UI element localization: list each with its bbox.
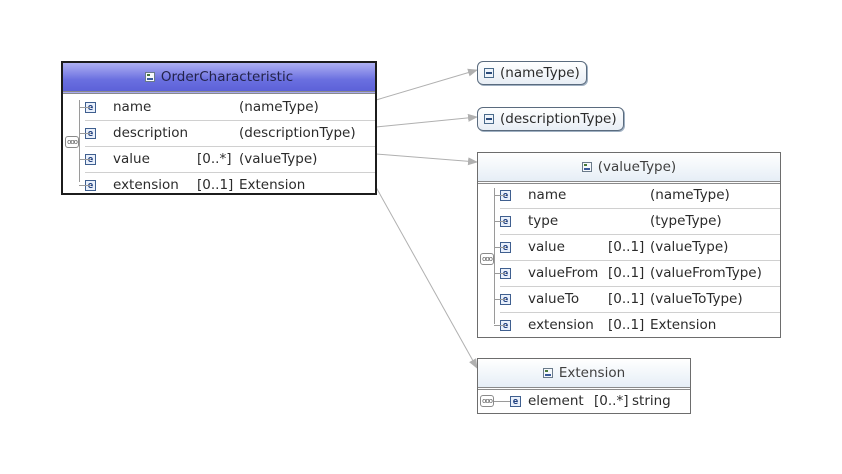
collapse-icon[interactable] — [484, 68, 494, 78]
element-row-value[interactable]: e value [0..1] (valueType) — [500, 234, 780, 261]
element-row-type[interactable]: e type (typeType) — [500, 208, 780, 235]
element-type: (valueFromType) — [650, 265, 762, 281]
element-row-description[interactable]: e description (descriptionType) — [85, 120, 375, 147]
sequence-branch — [494, 273, 506, 274]
element-cardinality: [0..*] — [197, 151, 232, 167]
sequence-branch — [494, 221, 506, 222]
element-type: Extension — [239, 177, 306, 193]
element-cardinality: [0..1] — [608, 265, 645, 281]
collapse-icon[interactable] — [484, 114, 494, 124]
element-name: extension — [528, 317, 594, 333]
sequence-branch — [494, 401, 510, 402]
description-type-box[interactable]: (descriptionType) — [477, 107, 624, 131]
complex-type-icon — [144, 72, 155, 82]
element-type: (valueToType) — [650, 291, 743, 307]
link-extension-to-extension — [371, 179, 478, 369]
element-type: (nameType) — [650, 187, 730, 203]
element-cardinality: [0..1] — [608, 317, 645, 333]
value-type-box[interactable]: (valueType) e name (nameType) e type (ty… — [477, 152, 781, 338]
sequence-compositor-icon[interactable]: ooo — [480, 253, 494, 265]
sequence-branch — [494, 325, 506, 326]
element-name: description — [113, 125, 189, 141]
element-cardinality: [0..*] — [594, 393, 629, 409]
element-row-value[interactable]: e value [0..*] (valueType) — [85, 146, 375, 173]
element-type: (descriptionType) — [239, 125, 356, 141]
extension-box[interactable]: Extension e element [0..*] string ooo — [477, 358, 691, 414]
element-row-valuefrom[interactable]: e valueFrom [0..1] (valueFromType) — [500, 260, 780, 287]
element-row-element[interactable]: e element [0..*] string — [510, 388, 690, 414]
element-type: string — [632, 393, 671, 409]
element-name: name — [528, 187, 567, 203]
sequence-tree-line — [494, 188, 495, 324]
description-type-title: (descriptionType) — [500, 111, 617, 127]
extension-title: Extension — [558, 365, 626, 381]
name-type-title: (nameType) — [500, 65, 580, 81]
element-name: value — [528, 239, 565, 255]
sequence-branch — [494, 195, 506, 196]
element-cardinality: [0..1] — [608, 239, 645, 255]
link-value-to-valuetype — [375, 153, 478, 166]
sequence-branch — [79, 159, 91, 160]
complex-type-icon — [542, 368, 553, 378]
element-type: Extension — [650, 317, 717, 333]
element-cardinality: [0..1] — [197, 177, 234, 193]
element-name: element — [528, 393, 584, 409]
sequence-branch — [494, 247, 506, 248]
element-type: (nameType) — [239, 99, 319, 115]
element-type: (typeType) — [650, 213, 722, 229]
sequence-branch — [79, 185, 91, 186]
sequence-tree-line — [79, 100, 80, 182]
element-row-name[interactable]: e name (nameType) — [500, 182, 780, 209]
element-name: type — [528, 213, 559, 229]
order-characteristic-title: OrderCharacteristic — [160, 69, 294, 85]
element-type: (valueType) — [650, 239, 729, 255]
element-row-name[interactable]: e name (nameType) — [85, 94, 375, 121]
link-name-to-nametype — [375, 68, 478, 101]
complex-type-icon — [581, 162, 592, 172]
element-row-extension[interactable]: e extension [0..1] Extension — [500, 312, 780, 338]
sequence-branch — [79, 133, 91, 134]
element-type: (valueType) — [239, 151, 318, 167]
value-type-header[interactable]: (valueType) — [478, 153, 780, 184]
element-name: name — [113, 99, 152, 115]
element-cardinality: [0..1] — [608, 291, 645, 307]
element-row-valueto[interactable]: e valueTo [0..1] (valueToType) — [500, 286, 780, 313]
element-name: valueTo — [528, 291, 580, 307]
sequence-compositor-icon[interactable]: ooo — [480, 395, 494, 407]
element-row-extension[interactable]: e extension [0..1] Extension — [85, 172, 375, 198]
name-type-box[interactable]: (nameType) — [477, 61, 587, 85]
extension-header[interactable]: Extension — [478, 359, 690, 390]
element-name: value — [113, 151, 150, 167]
value-type-title: (valueType) — [597, 159, 677, 175]
element-name: valueFrom — [528, 265, 599, 281]
link-description-to-descriptiontype — [375, 113, 478, 128]
element-name: extension — [113, 177, 179, 193]
sequence-branch — [79, 107, 91, 108]
sequence-branch — [494, 299, 506, 300]
order-characteristic-header[interactable]: OrderCharacteristic — [63, 63, 375, 94]
order-characteristic-box[interactable]: OrderCharacteristic e name (nameType) e … — [61, 61, 377, 195]
element-icon: e — [510, 395, 521, 407]
sequence-compositor-icon[interactable]: ooo — [65, 136, 79, 148]
